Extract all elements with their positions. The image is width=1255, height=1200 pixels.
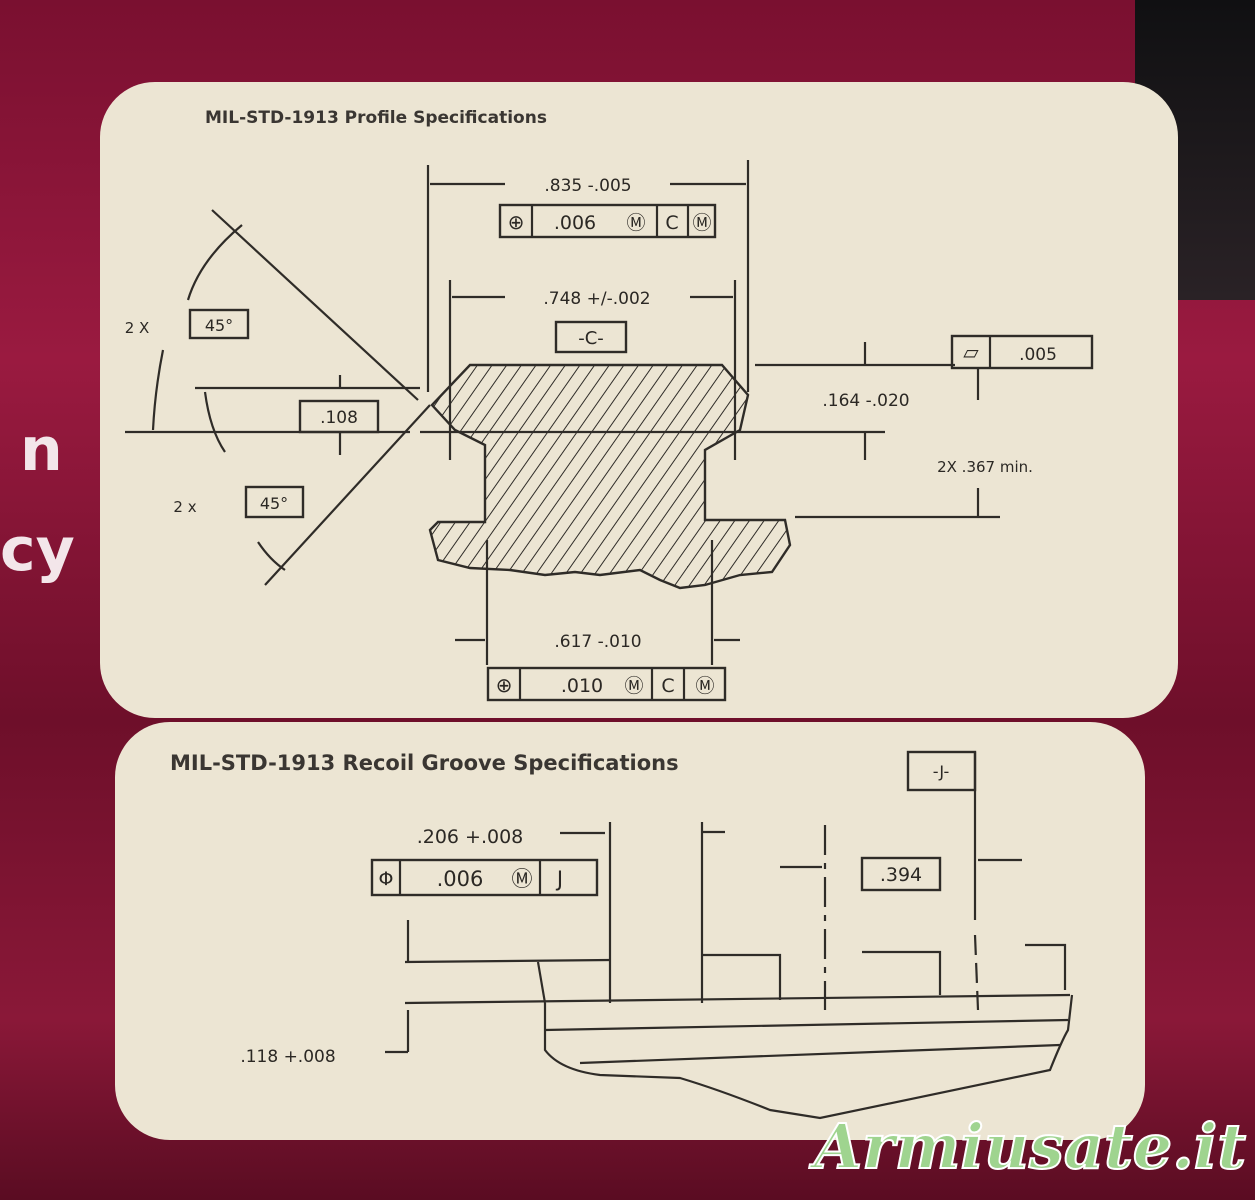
datum-c: -C- <box>578 328 604 349</box>
dim-206: .206 +.008 <box>417 826 524 848</box>
svg-text:.010: .010 <box>561 675 603 697</box>
mmc-icon: Ⓜ <box>624 675 643 697</box>
angle-bottom-box <box>244 485 305 519</box>
datum-c-box <box>554 320 628 354</box>
dim-835: .835 -.005 <box>544 176 631 196</box>
profile-title: MIL-STD-1913 Profile Specifications <box>205 108 547 128</box>
dim-617: .617 -.010 <box>554 632 641 652</box>
groove-panel-bg <box>115 722 1145 1140</box>
fcf-top: ⊕ .006 Ⓜ C Ⓜ <box>498 203 717 239</box>
rail-profile-section <box>428 363 792 590</box>
svg-text:.006: .006 <box>437 867 484 891</box>
svg-text:45°: 45° <box>260 494 288 513</box>
datum-j: -J- <box>933 762 950 781</box>
dim-108: .108 <box>320 408 358 428</box>
svg-text:2 x: 2 x <box>173 498 196 516</box>
fcf-bottom: ⊕ .010 Ⓜ C Ⓜ <box>486 666 727 702</box>
svg-text:.005: .005 <box>1019 345 1057 365</box>
groove-panel: MIL-STD-1913 Recoil Groove Specification… <box>115 722 1145 1140</box>
mmc-icon: Ⓜ <box>626 212 645 234</box>
groove-title: MIL-STD-1913 Recoil Groove Specification… <box>170 751 679 775</box>
watermark: Armiusate.it <box>809 1110 1246 1183</box>
mmc-icon: Ⓜ <box>695 675 714 697</box>
svg-text:C: C <box>665 212 678 234</box>
svg-text:C: C <box>661 675 674 697</box>
dim-108-box <box>298 399 380 434</box>
side-text-2: cy <box>0 515 75 585</box>
flatness-icon: ▱ <box>963 340 979 364</box>
mmc-icon: Ⓜ <box>512 867 533 891</box>
position-icon: Φ <box>379 868 394 890</box>
position-icon: ⊕ <box>508 210 525 234</box>
dim-164: .164 -.020 <box>822 391 909 411</box>
mmc-icon: Ⓜ <box>692 212 711 234</box>
dim-367: 2X .367 min. <box>937 458 1033 476</box>
flatness-fcf: ▱ .005 <box>950 334 1094 370</box>
dim-394: .394 <box>880 864 922 886</box>
angle-top-box <box>188 308 250 340</box>
dim-394-box <box>860 856 942 892</box>
dim-748: .748 +/-.002 <box>543 289 650 309</box>
svg-text:2 X: 2 X <box>125 319 150 337</box>
dim-118: .118 +.008 <box>240 1047 335 1067</box>
position-icon: ⊕ <box>496 673 513 697</box>
svg-text:45°: 45° <box>205 316 233 335</box>
groove-fcf: Φ .006 Ⓜ J <box>370 858 599 897</box>
side-text-1: n <box>20 415 63 485</box>
svg-text:J: J <box>555 867 563 891</box>
profile-panel: MIL-STD-1913 Profile Specifications .835… <box>100 82 1178 718</box>
svg-text:.006: .006 <box>554 212 596 234</box>
